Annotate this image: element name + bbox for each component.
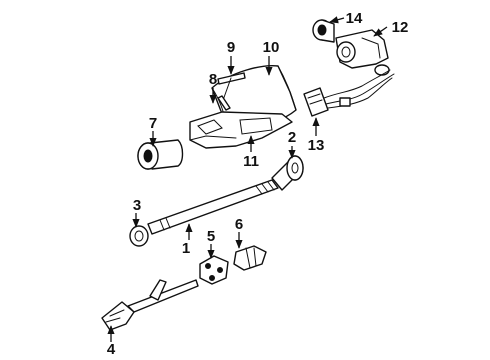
small-lever-part	[217, 95, 231, 111]
intermediate-shaft-part	[101, 279, 199, 331]
callout-12: 12	[392, 19, 409, 36]
callout-5: 5	[207, 228, 215, 245]
callout-8: 8	[209, 71, 217, 88]
shaft-end-part	[129, 225, 149, 247]
callout-13: 13	[308, 137, 325, 154]
callout-11: 11	[243, 153, 259, 170]
callout-1: 1	[182, 240, 190, 257]
lower-housing-part	[189, 111, 293, 149]
steering-shaft-part	[147, 179, 279, 235]
callout-14: 14	[346, 10, 363, 27]
lock-cylinder-part	[312, 19, 335, 43]
switch-connector-part	[303, 69, 395, 117]
callout-7: 7	[149, 115, 157, 132]
callout-9: 9	[227, 39, 235, 56]
u-joint-part	[233, 245, 267, 271]
callout-3: 3	[133, 197, 141, 214]
lock-housing-part	[335, 29, 390, 76]
callout-6: 6	[235, 216, 243, 233]
flex-coupling-part	[199, 255, 229, 285]
callout-2: 2	[288, 129, 296, 146]
callout-4: 4	[107, 341, 116, 358]
callout-labels: 1 2 3 4 5 6 7 8 9 10 11 12 13 14	[107, 10, 409, 358]
sleeve-part	[137, 139, 184, 170]
coupling-flange-part	[271, 155, 304, 191]
leader-lines	[107, 16, 388, 342]
callout-10: 10	[263, 39, 280, 56]
